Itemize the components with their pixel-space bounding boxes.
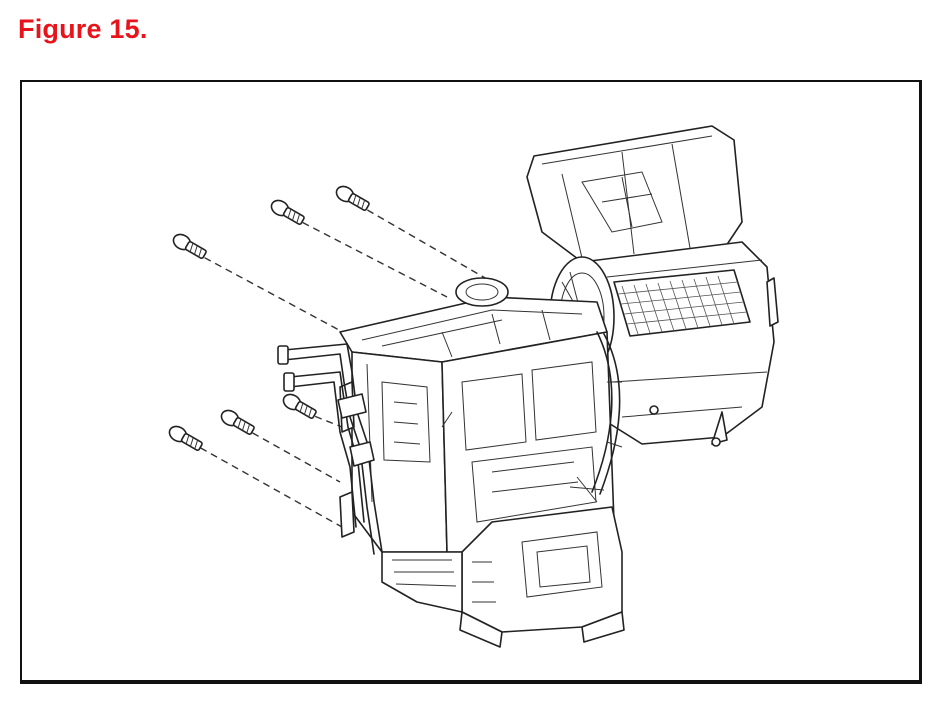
heater-unit-housing [339, 277, 625, 648]
diagram-frame [20, 80, 922, 684]
figure-title: Figure 15. [18, 14, 148, 44]
screw-icon [168, 425, 203, 451]
screw-icon [335, 185, 370, 211]
screw-icon [220, 409, 255, 435]
screw-icon [282, 393, 317, 419]
screw-icon [270, 199, 305, 225]
screw-leader-lines [189, 203, 493, 528]
pipe-assembly [277, 343, 383, 555]
filter-element [613, 269, 751, 337]
screw-icon [172, 233, 207, 259]
heater-assembly-diagram [168, 125, 779, 648]
blower-unit [526, 125, 779, 447]
